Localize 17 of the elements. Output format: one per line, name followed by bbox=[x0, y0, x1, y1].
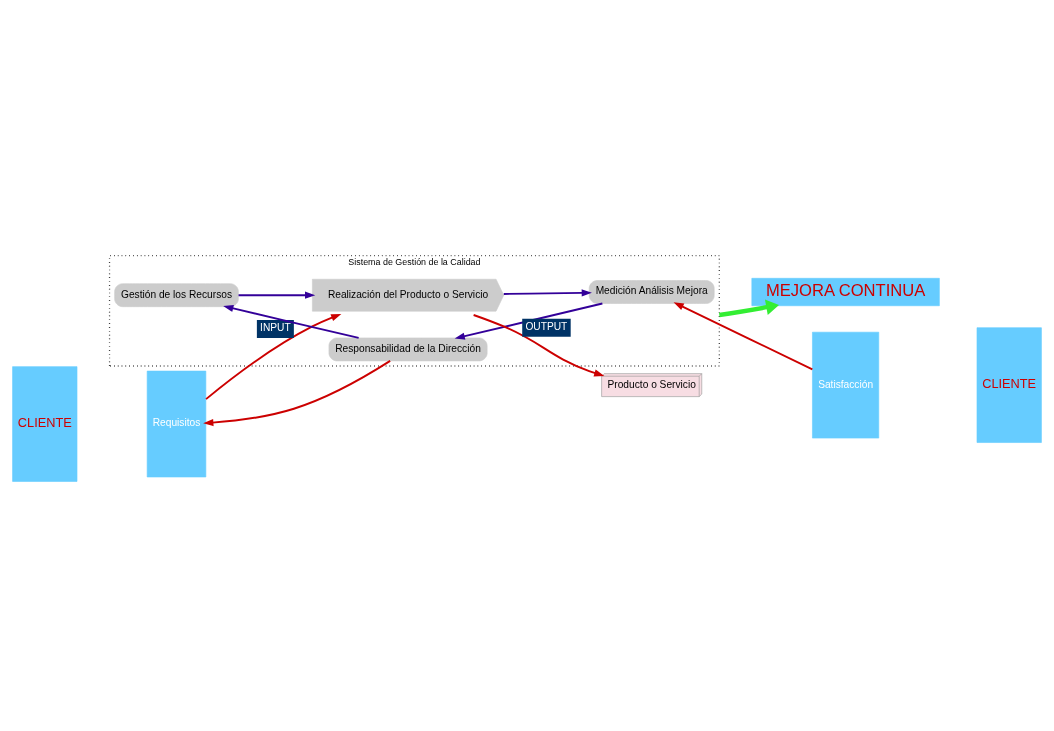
node-box: CLIENTE bbox=[976, 326, 1042, 443]
arrow bbox=[203, 359, 392, 426]
arrow bbox=[205, 313, 342, 400]
node-box: Requisitos bbox=[146, 370, 207, 477]
arrow bbox=[673, 301, 814, 370]
node-box: Responsabilidad de la Dirección bbox=[328, 337, 488, 361]
node-box: MEJORA CONTINUA bbox=[751, 277, 940, 306]
node-box: CLIENTE bbox=[12, 365, 78, 482]
arrow bbox=[472, 313, 605, 376]
node-box: Gestión de los Recursos bbox=[114, 282, 239, 307]
arrow bbox=[719, 299, 780, 317]
edge-label: OUTPUT bbox=[525, 320, 568, 332]
arrow bbox=[237, 291, 316, 299]
arrow bbox=[502, 288, 592, 296]
node-box: Medición Análisis Mejora bbox=[588, 279, 715, 304]
node-box: Satisfacción bbox=[812, 331, 880, 438]
edge-label: INPUT bbox=[260, 321, 291, 333]
